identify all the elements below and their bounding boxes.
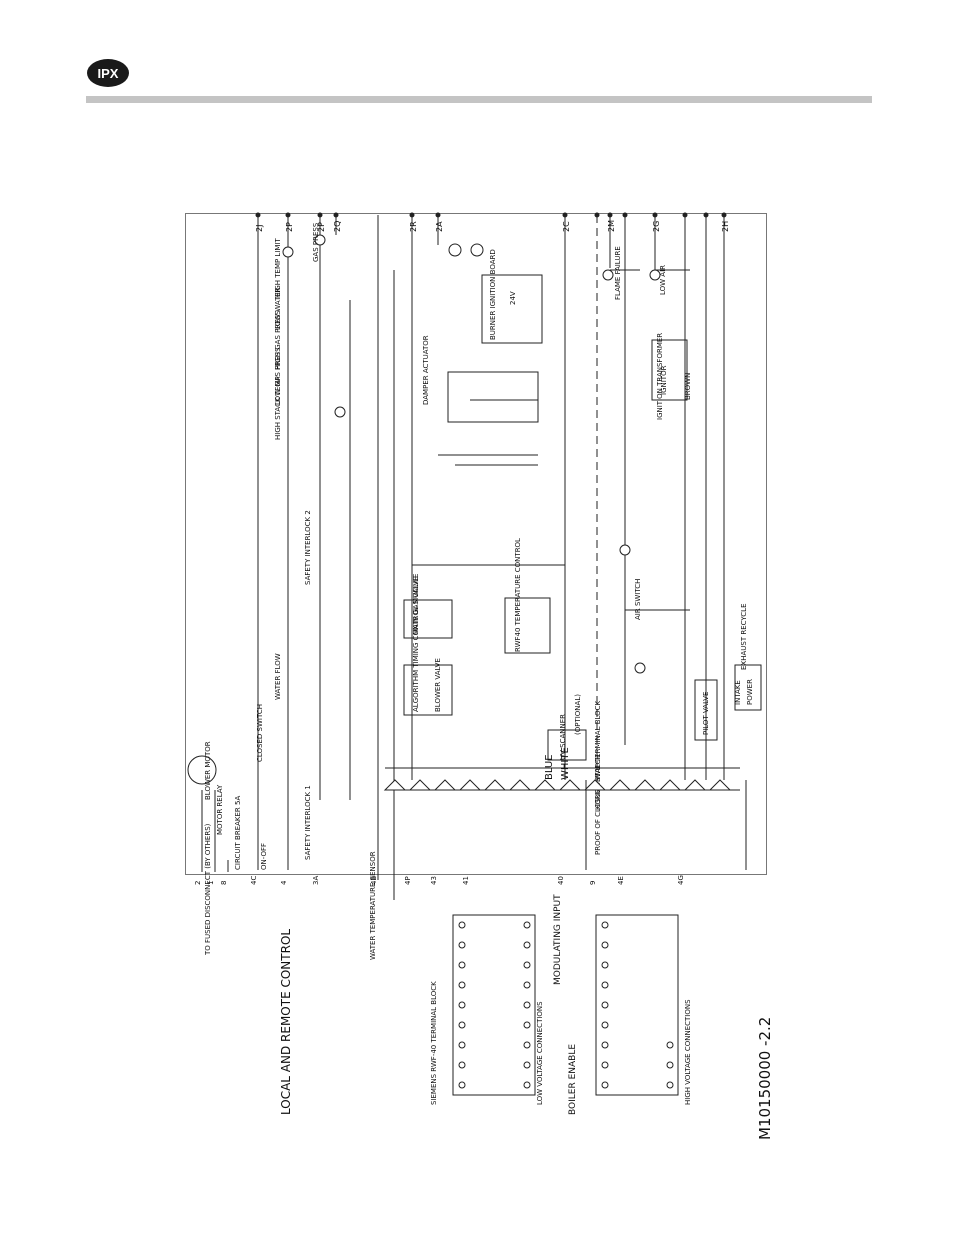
low-voltage-label: LOW VOLTAGE CONNECTIONS — [536, 1001, 544, 1105]
svg-text:IPX: IPX — [98, 66, 119, 81]
rung-number-label: 40 — [557, 876, 565, 885]
rung-number-label: 41 — [462, 876, 470, 885]
rung-number-label: 9 — [589, 881, 597, 885]
top-terminal-label: 2R — [409, 221, 418, 232]
top-terminal-label: 2J — [255, 225, 264, 232]
top-terminal-label: 2A — [435, 221, 444, 232]
algorithm-module-label: ALGORITHM TIMING CONTROL MODULE — [412, 574, 420, 712]
flame-failure-label: FLAME FAILURE — [614, 246, 622, 300]
top-terminal-label: 2H — [721, 221, 730, 232]
top-terminal-label: 2Q — [333, 221, 342, 232]
rung-number-label: 43 — [430, 876, 438, 885]
diagram-title: LOCAL AND REMOTE CONTROL — [279, 929, 293, 1115]
burner-ignition-board-label: BURNER IGNITION BOARD — [489, 249, 497, 340]
rung-number-label: 8 — [220, 881, 228, 885]
high-temp-limit-label: HIGH TEMP LIMIT — [274, 238, 282, 298]
rung-number-label: 4P — [404, 876, 412, 885]
low-air-label: LOW AIR — [659, 265, 667, 295]
drawing-number: M10150000 -2.2 — [756, 1017, 774, 1140]
rung-number-label: 3A — [312, 876, 320, 885]
pilot-valve-label: PILOT VALVE — [702, 692, 710, 735]
motor-relay-label: MOTOR RELAY — [216, 784, 224, 835]
safety-interlock-1-label: SAFETY INTERLOCK 1 — [304, 785, 312, 860]
header-divider-bar — [86, 96, 872, 103]
rung-number-label: 4G — [677, 875, 685, 885]
fused-disconnect-label: TO FUSED DISCONNECT (BY OTHERS) — [204, 823, 212, 956]
top-terminal-label: 2M — [607, 220, 616, 232]
low-water-label: LOW WATER — [274, 287, 282, 330]
rung-number-label: 4B — [370, 876, 378, 885]
blower-motor-label: BLOWER MOTOR — [204, 741, 212, 800]
high-voltage-label: HIGH VOLTAGE CONNECTIONS — [684, 999, 692, 1105]
rung-number-label: 4 — [280, 880, 288, 885]
top-terminal-label: 2G — [652, 221, 661, 232]
24v-label: 24V — [509, 291, 517, 305]
schematic-frame — [185, 213, 767, 875]
ignitor-label: IGNITOR — [660, 365, 668, 395]
closed-switch-label: CLOSED SWITCH — [256, 704, 264, 762]
top-terminal-label: 2P — [317, 222, 326, 232]
rung-number-label: 4C — [250, 876, 258, 885]
blue-wire-label: BLUE — [544, 754, 555, 780]
rung-number-label: 1 — [207, 881, 215, 885]
brown-wire-label: BROWN — [684, 373, 692, 400]
on-off-label: ON-OFF — [260, 843, 268, 870]
white-wire-label: WHITE — [560, 747, 571, 780]
blower-valve-label: BLOWER VALVE — [434, 658, 442, 712]
damper-actuator-label: DAMPER ACTUATOR — [422, 335, 430, 405]
proof-of-closure-label: PROOF OF CLOSURE SWITCH — [594, 754, 602, 855]
power-label: POWER — [746, 679, 754, 705]
water-temp-sensor-label: WATER TEMPERATURE SENSOR — [369, 851, 377, 960]
top-terminal-label: 2C — [562, 221, 571, 232]
top-terminal-label: 2P — [285, 222, 294, 232]
main-gas-valve-label: MAIN GAS VALVE — [412, 576, 420, 635]
safety-interlock-2-label: SAFETY INTERLOCK 2 — [304, 510, 312, 585]
ignition-transformer-label: IGNITION TRANSFORMER — [656, 333, 664, 420]
modulating-input-label: MODULATING INPUT — [553, 894, 563, 985]
uv-scanner-label: UV SCANNER — [559, 714, 567, 760]
gas-press-label: GAS PRESS — [312, 222, 320, 262]
company-logo-icon: IPX — [87, 59, 129, 87]
exhaust-recycle-label: EXHAUST RECYCLE — [740, 604, 748, 671]
low-gas-press-label: LOW GAS PRESS — [274, 347, 282, 405]
siemens-terminal-label: SIEMENS RWF-40 TERMINAL BLOCK — [430, 981, 438, 1105]
air-switch-label: AIR SWITCH — [634, 579, 642, 620]
intake-label: INTAKE — [734, 680, 742, 705]
boiler-enable-label: BOILER ENABLE — [568, 1044, 578, 1115]
water-flow-label: WATER FLOW — [274, 653, 282, 700]
rwf40-control-label: RWF40 TEMPERATURE CONTROL — [514, 538, 522, 652]
horizontal-terminal-block-label: HORIZONTAL TERMINAL BLOCK — [594, 700, 602, 810]
optional-label: (OPTIONAL) — [574, 694, 582, 735]
circuit-breaker-label: CIRCUIT BREAKER 5A — [234, 796, 242, 870]
rung-number-label: 4E — [617, 876, 625, 885]
high-stack-temp-label: HIGH STACK TEMP — [274, 376, 282, 440]
rung-number-label: 2 — [194, 881, 202, 885]
high-gas-press-label: HIGH GAS PRESS — [274, 310, 282, 370]
